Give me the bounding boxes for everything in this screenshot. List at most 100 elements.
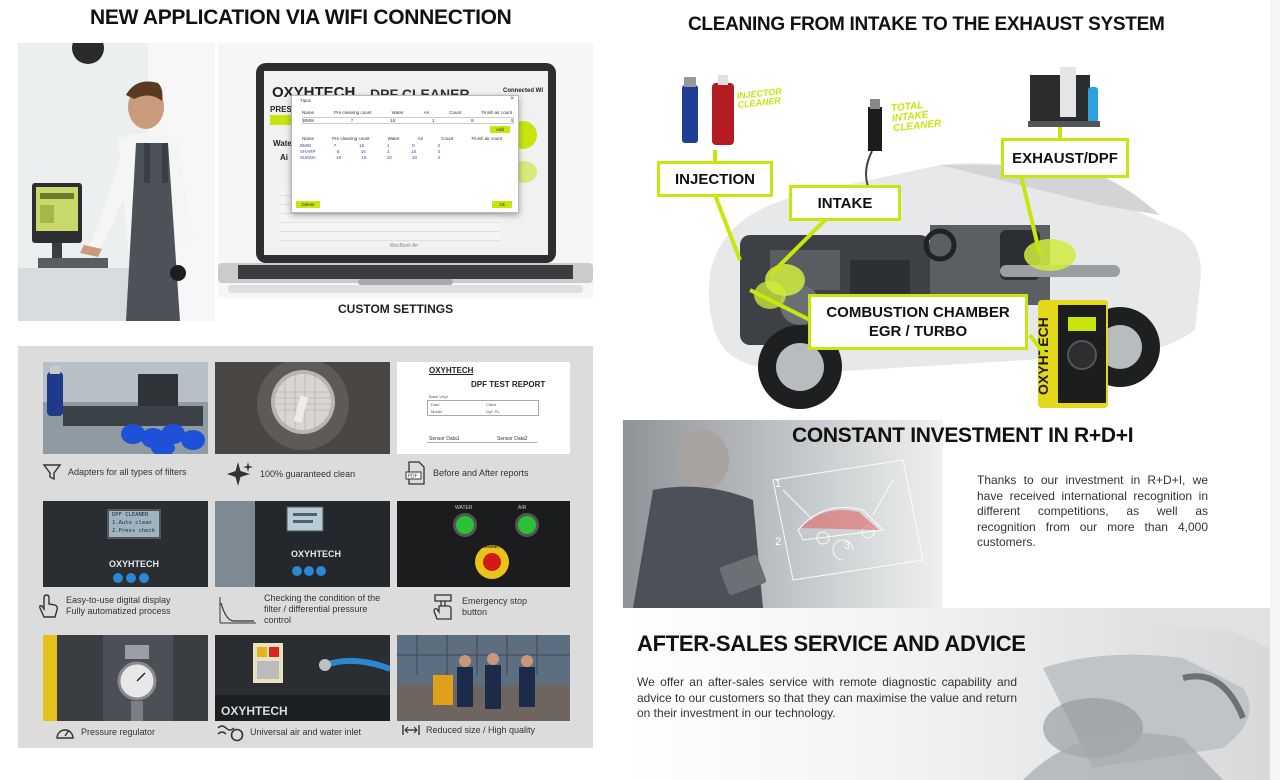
list-header: Air [417,136,424,141]
feature-label: Adapters for all types of filters [68,466,187,477]
display-line2: 1.Auto clean [112,520,152,526]
cleaning-section-title: CLEANING FROM INTAKE TO THE EXHAUST SYST… [688,14,1165,35]
emergency-hand-icon [433,594,452,620]
delete-button[interactable]: Delete [296,201,320,208]
investment-text: Thanks to our investment in R+D+I, we ha… [977,473,1208,549]
emergency-photo: WATER AIR EMERGENCY [397,501,570,587]
technician-photo [18,43,215,321]
report-sensor1: Sensor Data1 [429,436,460,442]
connection-status: Connected WI [503,88,543,94]
sparkle-icon [227,462,253,486]
list-cell: 7 [333,143,337,148]
feature-label: Checking the condition of the filter / d… [264,593,381,625]
list-cell: 8 [412,143,415,148]
list-cell: 5 [336,149,340,154]
preset-accent-button[interactable] [270,115,296,125]
combustion-tag[interactable]: COMBUSTION CHAMBER EGR / TURBO [808,294,1028,350]
investment-photo: 1 2 3 [623,420,943,608]
list-header: Pre cleaning count [332,136,370,141]
nav-right-button[interactable] [139,573,149,583]
input-count[interactable]: 8 [471,118,474,123]
pdf-icon: PDF [405,461,425,485]
custom-settings-caption: CUSTOM SETTINGS [338,302,454,316]
input-air[interactable]: 1 [431,118,435,123]
injection-tag[interactable]: INJECTION [657,161,773,197]
list-cell: SUNNA [300,155,316,160]
feature-pressure-regulator: Pressure regulator [55,723,155,741]
feature-adapters: Adapters for all types of filters [42,462,187,482]
feature-emergency: Emergency stop button [430,593,527,621]
dialog-header: Count [449,110,462,115]
adapters-photo [43,362,208,454]
input-water[interactable]: 15 [390,118,396,123]
aftersales-text: We offer an after-sales service with rem… [637,675,1017,720]
list-cell: 3 [437,155,440,160]
dialog-title: Tipus [300,98,311,103]
display-photo: DPF CLEANER 1.Auto clean 2.Press check O… [43,501,208,587]
list-cell: 15 [336,155,342,160]
intake-tag[interactable]: INTAKE [789,185,901,221]
water-label: Wate [273,139,292,148]
feature-label: Easy-to-use digital display Fully automa… [66,595,171,616]
exhaust-dpf-tag[interactable]: EXHAUST/DPF [1001,138,1129,178]
dialog-header: Air [423,110,430,115]
list-cell: 1 [387,149,390,154]
settings-dialog: Tipus × Name Pre cleaning count Water Ai… [291,95,519,213]
filter-icon [42,464,62,481]
svg-text:OXYHTECH: OXYHTECH [291,549,341,559]
diagram-number-3: 3 [844,540,851,552]
list-header: Water [387,136,400,141]
list-cell: 10 [386,155,392,160]
feature-label: Emergency stop button [462,596,528,617]
nav-ok-button[interactable] [126,573,136,583]
laptop-photo: OXYHTECH DPF CLEANER Connected WI PRESE … [218,43,593,298]
pressure-regulator-photo [43,635,208,721]
air-green-button[interactable] [515,513,539,537]
feature-reports: PDF Before and After reports [405,461,529,485]
report-field-date: Date [431,402,440,407]
scrollbar[interactable] [1270,0,1280,780]
input-finish[interactable]: 3 [510,118,513,123]
ok-button[interactable]: Ok [492,201,512,208]
report-title: DPF TEST REPORT [471,380,546,389]
feature-label: Universal air and water inlet [250,726,362,737]
diagram-number-2: 2 [775,536,782,548]
report-field-dpf: Dpf. Po [486,409,500,414]
emergency-stop-button[interactable] [483,553,501,571]
list-cell: 15 [360,149,366,154]
input-name[interactable]: BMW [303,118,314,123]
list-cell: 3 [437,143,440,148]
air-water-icon [217,725,244,742]
list-header: Count [441,136,454,141]
investment-title: CONSTANT INVESTMENT IN R+D+I [792,424,1134,447]
svg-text:PDF: PDF [408,474,418,480]
list-cell: 20 [412,155,418,160]
list-cell: SHARP [300,149,316,154]
emergency-ring-label: EMERGENCY [476,544,502,549]
pressure-curve-icon [219,596,256,623]
nav-left-button[interactable] [113,573,123,583]
machine-front-photo: OXYHTECH [215,501,390,587]
water-panel-label: WATER [455,505,473,511]
gauge-icon [56,729,74,739]
display-line3: 2.Press check [112,528,156,534]
input-precount[interactable]: 7 [350,118,354,123]
connector-lines [713,127,1062,357]
add-button[interactable]: Add [490,126,510,133]
list-cell: BMW [300,143,311,148]
air-panel-label: AIR [518,505,527,511]
air-label: Ai [280,153,288,162]
combustion-line2: EGR / TURBO [868,323,968,340]
feature-clean: 100% guaranteed clean [226,460,355,488]
display-line1: DPF CLEANER [112,512,149,518]
dialog-close-icon[interactable]: × [510,96,514,102]
dialog-header: Finish air count [481,110,512,115]
water-green-button[interactable] [453,513,477,537]
list-cell: 3 [437,149,440,154]
list-header: Finish air count [471,136,502,141]
feature-label: 100% guaranteed clean [260,468,356,479]
macbook-label: MacBook Air [390,243,419,249]
